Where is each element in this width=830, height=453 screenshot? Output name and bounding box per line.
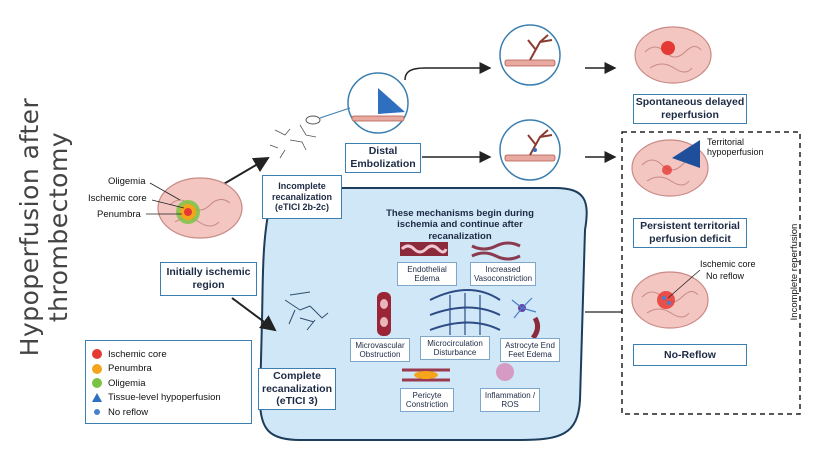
- mech-microvascular-obstruction: Microvascular Obstruction: [350, 338, 410, 362]
- brain-territorial: [631, 139, 709, 197]
- mech-pericyte: Pericyte Constriction: [400, 388, 454, 412]
- legend-oligemia: Oligemia: [86, 376, 251, 391]
- brain-noreflow: [631, 269, 709, 329]
- vessel-zoom: [305, 72, 409, 134]
- green-circle-icon: [92, 378, 102, 389]
- persistent-deficit-box: Persistent territorial perfusion deficit: [633, 218, 747, 248]
- label-ischemic-core: Ischemic core: [88, 193, 147, 204]
- noreflow-label-reflow: No reflow: [706, 271, 745, 281]
- mechanisms-title: These mechanisms begin during ischemia a…: [386, 208, 534, 242]
- triangle-icon: [92, 393, 102, 403]
- mech-vasoconstriction: Increased Vasoconstriction: [470, 262, 536, 286]
- brain-initial: [157, 177, 243, 239]
- legend-penumbra: Penumbra: [86, 362, 251, 377]
- label-oligemia: Oligemia: [108, 176, 146, 187]
- arrow-to-incomplete: [221, 156, 270, 186]
- noreflow-label-core: Ischemic core: [700, 259, 756, 269]
- legend-no-reflow: No reflow: [86, 405, 251, 420]
- initial-ischemic-box: Initially ischemic region: [160, 262, 257, 296]
- mech-microcirculation: Microcirculation Disturbance: [420, 336, 490, 360]
- mech-endothelial-edema: Endothelial Edema: [397, 262, 457, 286]
- incomplete-reperfusion-label: Incomplete reperfusion: [789, 223, 800, 321]
- distal-embolization-box: Distal Embolization: [345, 143, 421, 173]
- initial-leaders: [146, 182, 185, 215]
- arrow-to-complete: [231, 297, 277, 332]
- no-reflow-box: No-Reflow: [633, 344, 747, 366]
- blue-dot-icon: [94, 409, 100, 416]
- arrow-to-upper-vessel: [404, 62, 492, 81]
- mech-inflammation: Inflammation / ROS: [480, 388, 540, 412]
- label-penumbra: Penumbra: [97, 209, 141, 220]
- mech-astrocyte: Astrocyte End Feet Edema: [500, 338, 560, 362]
- brain-spontaneous: [634, 26, 712, 84]
- mechanism-icons: [377, 241, 541, 382]
- incomplete-recanalization-box: Incomplete recanalization (eTICI 2b-2c): [262, 175, 342, 219]
- vessel-upper: [499, 24, 561, 86]
- microvessels-upper: [269, 124, 317, 159]
- legend: Ischemic core Penumbra Oligemia Tissue-l…: [85, 340, 252, 424]
- red-circle-icon: [92, 349, 102, 360]
- microvessels-lower: [284, 291, 329, 331]
- legend-tissue-hypoperfusion: Tissue-level hypoperfusion: [86, 391, 251, 406]
- vessel-middle: [499, 119, 561, 181]
- incomplete-reperfusion-frame: [621, 131, 801, 415]
- spontaneous-reperfusion-box: Spontaneous delayed reperfusion: [633, 94, 747, 124]
- territorial-hypoperfusion-label: Territorial hypoperfusion: [707, 137, 764, 158]
- complete-recanalization-box: Complete recanalization (eTICI 3): [258, 368, 336, 410]
- orange-circle-icon: [92, 363, 102, 374]
- legend-ischemic-core: Ischemic core: [86, 347, 251, 362]
